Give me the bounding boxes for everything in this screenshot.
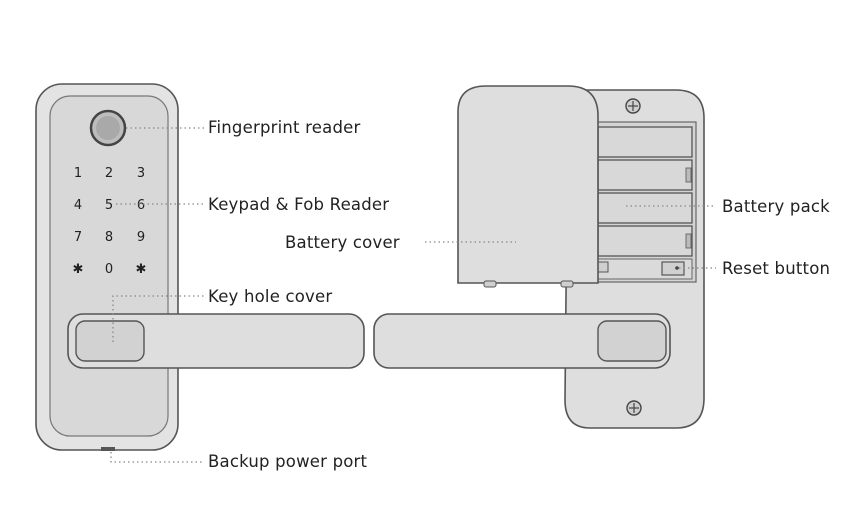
reset-button[interactable]	[661, 261, 685, 276]
key-4[interactable]: 4	[74, 198, 82, 213]
key-5[interactable]: 5	[105, 198, 113, 213]
key-star-left[interactable]: ✱	[73, 262, 84, 277]
label-key-hole-cover: Key hole cover	[208, 287, 333, 306]
keypad[interactable]: 1 2 3 4 5 6 7 8 9 ✱ 0 ✱	[73, 166, 147, 277]
battery-cover[interactable]	[457, 85, 599, 288]
label-battery-pack: Battery pack	[722, 197, 830, 216]
top-screw-icon	[625, 98, 641, 114]
label-backup-power-port: Backup power port	[208, 452, 368, 471]
key-9[interactable]: 9	[137, 230, 145, 245]
back-handle-cap	[597, 320, 667, 362]
label-reset-button: Reset button	[722, 259, 831, 278]
key-0[interactable]: 0	[105, 262, 113, 277]
key-2[interactable]: 2	[105, 166, 113, 181]
key-star-right[interactable]: ✱	[136, 262, 147, 277]
key-6[interactable]: 6	[137, 198, 145, 213]
back-lock-unit	[564, 89, 705, 429]
key-7[interactable]: 7	[74, 230, 82, 245]
key-8[interactable]: 8	[105, 230, 113, 245]
leader-lines	[110, 127, 716, 463]
label-keypad-fob-reader: Keypad & Fob Reader	[208, 195, 390, 214]
leader-backup	[110, 452, 204, 463]
label-battery-cover: Battery cover	[285, 233, 400, 252]
front-lock-unit: 1 2 3 4 5 6 7 8 9 ✱ 0 ✱	[35, 83, 179, 451]
back-lever-handle[interactable]	[373, 313, 671, 369]
label-fingerprint-reader: Fingerprint reader	[208, 118, 361, 137]
backup-power-port[interactable]	[101, 447, 115, 451]
bottom-screw-icon	[626, 400, 642, 416]
key-1[interactable]: 1	[74, 166, 82, 181]
leader-keyhole	[112, 295, 204, 342]
key-hole-cover[interactable]	[75, 320, 145, 362]
front-lever-handle[interactable]	[67, 313, 365, 369]
key-3[interactable]: 3	[137, 166, 145, 181]
